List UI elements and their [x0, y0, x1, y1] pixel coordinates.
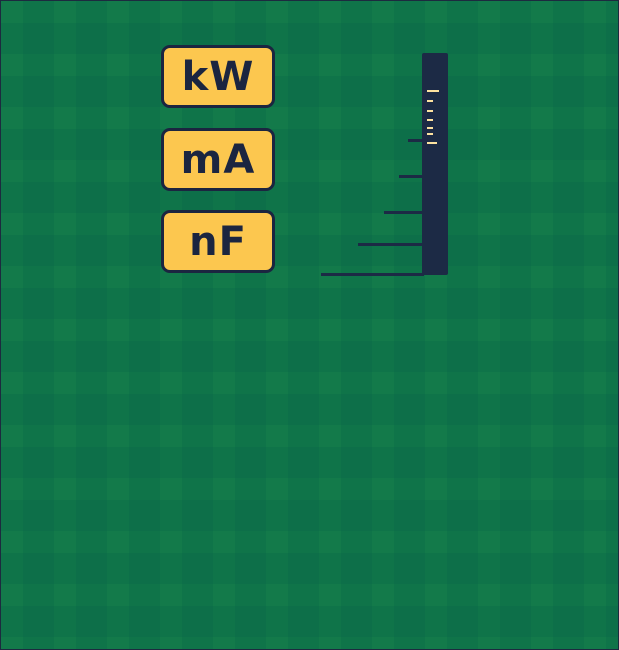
scale-bar — [422, 53, 448, 275]
scale-tick — [427, 142, 437, 144]
scale-tick — [427, 133, 433, 135]
scale-tick — [427, 127, 433, 129]
scale-tick — [427, 90, 439, 92]
unit-card-label: nF — [189, 218, 247, 265]
scale-step — [408, 139, 424, 142]
scale-step — [358, 243, 424, 246]
scale-tick — [427, 110, 433, 112]
unit-card-ma[interactable]: mA — [161, 128, 275, 191]
scale-step — [384, 211, 424, 214]
unit-card-nf[interactable]: nF — [161, 210, 275, 273]
prefix-scale — [317, 53, 451, 279]
scale-tick — [427, 119, 433, 121]
scale-step — [399, 175, 424, 178]
unit-card-label: mA — [180, 136, 256, 183]
unit-card-kw[interactable]: kW — [161, 45, 275, 108]
scale-tick — [427, 100, 433, 102]
unit-card-label: kW — [181, 53, 255, 100]
scale-step — [321, 273, 424, 276]
